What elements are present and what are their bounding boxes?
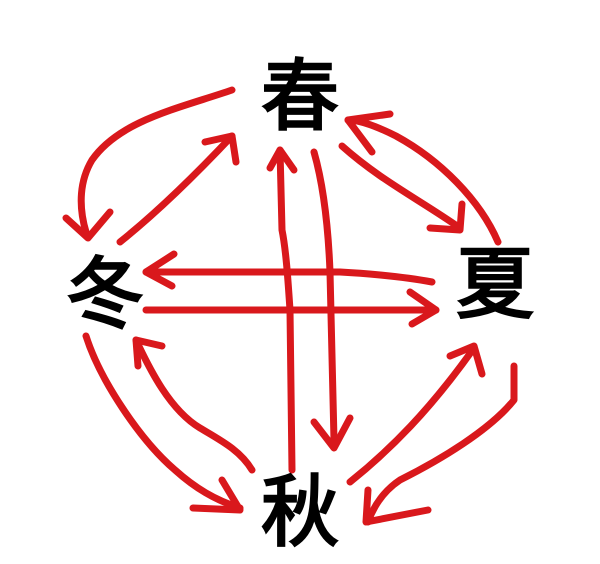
arrowhead-spring-to-winter (62, 208, 114, 242)
arrow-autumn-to-winter (132, 336, 256, 474)
season-label-autumn: 秋 (260, 468, 339, 558)
arrow-spring-to-summer (338, 142, 464, 232)
arrowhead-autumn-to-summer (446, 342, 486, 378)
arrowhead-winter-to-summer (406, 288, 440, 328)
arrowhead-autumn-to-winter (132, 336, 166, 370)
arrowhead-summer-to-spring (344, 110, 394, 156)
arrowhead-winter-to-spring (201, 132, 240, 166)
arrowhead-winter-to-autumn (189, 476, 244, 514)
season-label-summer: 夏 (455, 240, 534, 330)
arrowhead-autumn-to-spring (266, 146, 298, 174)
arrow-winter-to-spring (116, 132, 236, 246)
arrow-spring-to-autumn (310, 148, 338, 444)
arrowhead-spring-to-summer (426, 200, 466, 234)
arrow-summer-to-spring (344, 116, 502, 246)
arrow-winter-to-autumn (82, 332, 244, 512)
season-label-winter: 冬 (65, 250, 144, 340)
arrow-autumn-to-spring (276, 146, 296, 474)
arrowhead-spring-to-autumn (310, 414, 354, 452)
arrow-spring-to-winter (77, 86, 236, 236)
arrowhead-summer-to-winter (142, 250, 178, 290)
arrow-summer-to-winter (142, 268, 436, 286)
arrow-autumn-to-summer (346, 344, 478, 486)
arrowhead-summer-to-autumn (362, 486, 432, 526)
arrow-summer-to-autumn (364, 362, 518, 526)
season-label-spring: 春 (260, 52, 339, 142)
